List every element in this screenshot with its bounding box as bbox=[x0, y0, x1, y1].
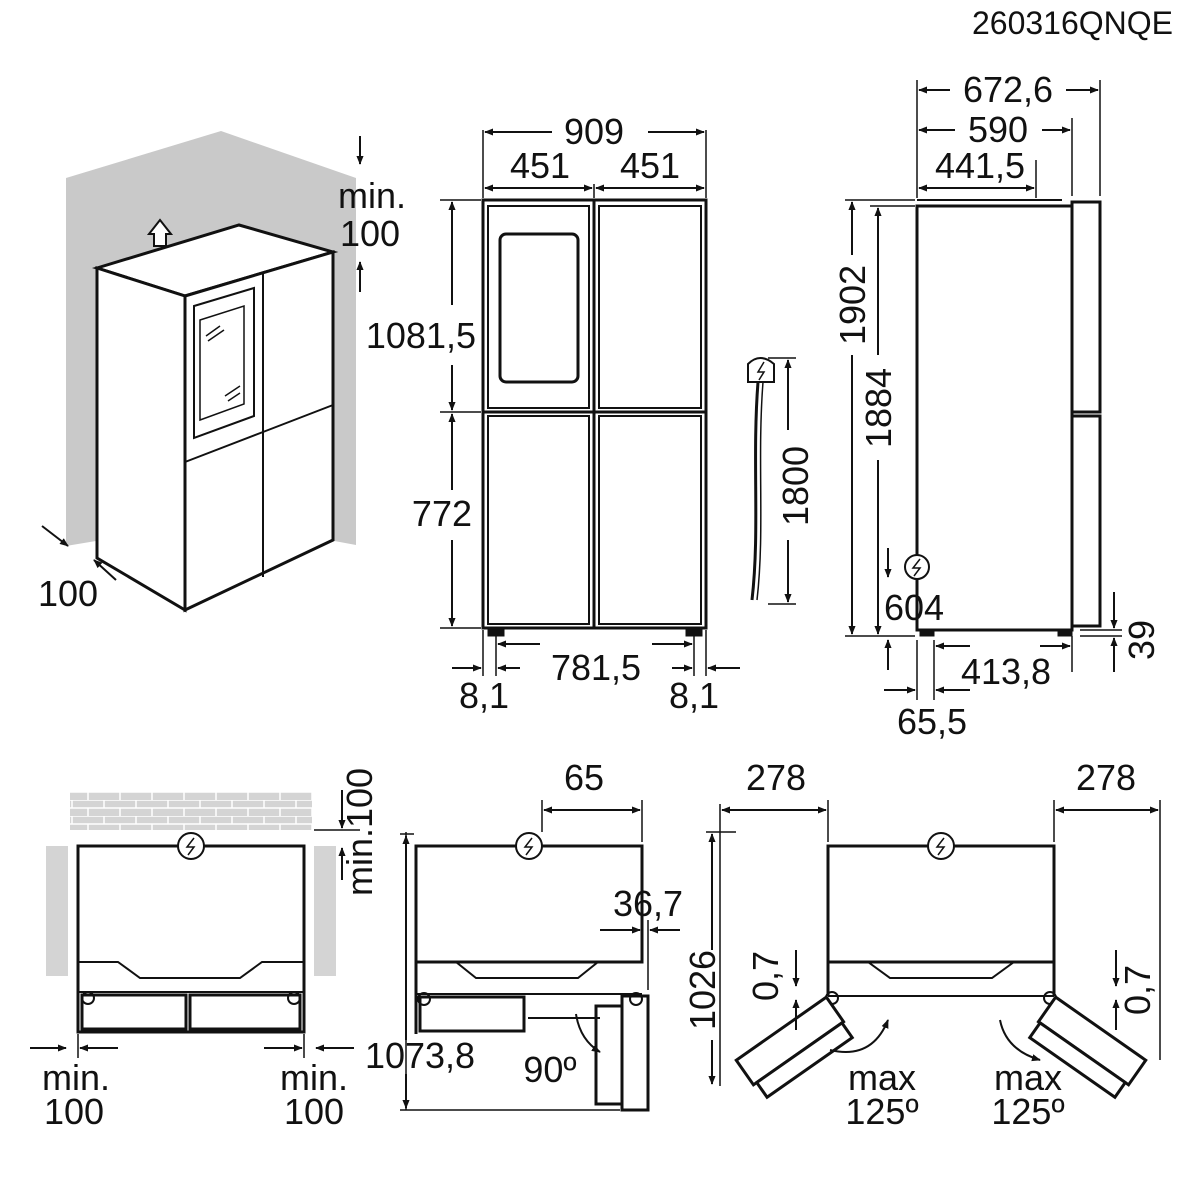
front-foot-offset-left: 8,1 bbox=[459, 675, 509, 716]
top-clearance-rear: min.100 bbox=[339, 768, 380, 896]
side-foot-offset: 65,5 bbox=[897, 701, 967, 742]
side-foot-depth: 413,8 bbox=[961, 651, 1051, 692]
doormax-angle-left-line2: 125º bbox=[845, 1091, 918, 1132]
doormax-socket-icon bbox=[927, 832, 955, 860]
front-door-lower-right bbox=[598, 415, 702, 625]
front-view bbox=[440, 128, 740, 676]
perspective-window-inner bbox=[199, 304, 245, 422]
doormax-angle-left-line1: max bbox=[848, 1057, 916, 1098]
top-door-90-view bbox=[400, 800, 680, 1112]
side-cabinet bbox=[915, 204, 1074, 632]
front-door-width-right: 451 bbox=[620, 145, 680, 186]
side-foot-height: 39 bbox=[1121, 620, 1162, 660]
up-arrow-icon bbox=[146, 218, 174, 247]
front-foot-right bbox=[685, 627, 703, 637]
front-window bbox=[498, 232, 580, 384]
front-foot-offset-right: 8,1 bbox=[669, 675, 719, 716]
rear-wall bbox=[70, 792, 312, 830]
top-clearance-socket-icon bbox=[177, 832, 205, 860]
top-clearance-right-line1: min. bbox=[280, 1057, 348, 1098]
top-clearance-left-line1: min. bbox=[42, 1057, 110, 1098]
doormax-door-right-depth: 278 bbox=[1076, 757, 1136, 798]
perspective-clearance-top-line1: min. bbox=[338, 175, 406, 216]
door90-offset-back: 65 bbox=[564, 757, 604, 798]
side-socket-height: 604 bbox=[884, 587, 944, 628]
fridge-front bbox=[183, 249, 335, 613]
doormax-gap-right: 0,7 bbox=[1117, 965, 1158, 1015]
front-door-lower-left bbox=[487, 415, 590, 625]
side-view bbox=[845, 80, 1122, 700]
side-depth-total: 672,6 bbox=[963, 69, 1053, 110]
top-clearance-left-line2: 100 bbox=[44, 1091, 104, 1132]
perspective-view bbox=[41, 131, 364, 613]
front-lower-door-height: 772 bbox=[412, 493, 472, 534]
front-door-upper-left bbox=[487, 205, 590, 409]
perspective-window bbox=[193, 286, 255, 440]
front-upper-door-height: 1081,5 bbox=[366, 315, 476, 356]
door90-fridge-body bbox=[414, 844, 644, 964]
door90-door-inner bbox=[594, 1004, 624, 1106]
front-door-upper-right bbox=[598, 205, 702, 409]
doormax-door-right bbox=[1027, 995, 1148, 1100]
side-wall-right bbox=[314, 846, 336, 976]
power-cable-view bbox=[747, 357, 796, 605]
door90-door-outer bbox=[620, 994, 650, 1112]
side-door-upper bbox=[1070, 200, 1102, 414]
fridge-side bbox=[95, 265, 187, 613]
side-door-lower bbox=[1070, 414, 1102, 628]
side-depth-top: 441,5 bbox=[935, 145, 1025, 186]
doormax-gap-left: 0,7 bbox=[745, 951, 786, 1001]
doormax-fridge-body bbox=[826, 844, 1056, 964]
side-height-total: 1902 bbox=[832, 265, 873, 345]
front-foot-left bbox=[487, 627, 505, 637]
doormax-depth-open: 1026 bbox=[682, 950, 723, 1030]
top-door-max-view bbox=[706, 800, 1161, 1100]
front-foot-span: 781,5 bbox=[551, 647, 641, 688]
side-height-cabinet: 1884 bbox=[858, 368, 899, 448]
perspective-clearance-side: 100 bbox=[38, 573, 98, 614]
door90-angle: 90º bbox=[523, 1049, 576, 1090]
doormax-angle-right-line2: 125º bbox=[991, 1091, 1064, 1132]
perspective-clearance-top-line2: 100 bbox=[340, 213, 400, 254]
drawing-code: 260316QNQE bbox=[972, 5, 1173, 41]
top-clearance-right-line2: 100 bbox=[284, 1091, 344, 1132]
cable-length: 1800 bbox=[775, 446, 816, 526]
doormax-door-left bbox=[734, 995, 855, 1100]
door90-offset-side: 36,7 bbox=[613, 883, 683, 924]
doormax-door-left-depth: 278 bbox=[746, 757, 806, 798]
door-split-horizontal bbox=[184, 404, 334, 463]
side-wall-left bbox=[46, 846, 68, 976]
power-cable bbox=[750, 381, 760, 601]
socket-icon bbox=[904, 554, 930, 580]
door90-depth-open: 1073,8 bbox=[365, 1035, 475, 1076]
door90-socket-icon bbox=[515, 832, 543, 860]
doormax-angle-right-line1: max bbox=[994, 1057, 1062, 1098]
front-total-width: 909 bbox=[564, 111, 624, 152]
side-depth-cabinet: 590 bbox=[968, 109, 1028, 150]
door90-drawer bbox=[418, 995, 526, 1033]
front-door-width-left: 451 bbox=[510, 145, 570, 186]
plug-icon bbox=[747, 357, 775, 383]
top-clearance-view bbox=[30, 790, 360, 1058]
